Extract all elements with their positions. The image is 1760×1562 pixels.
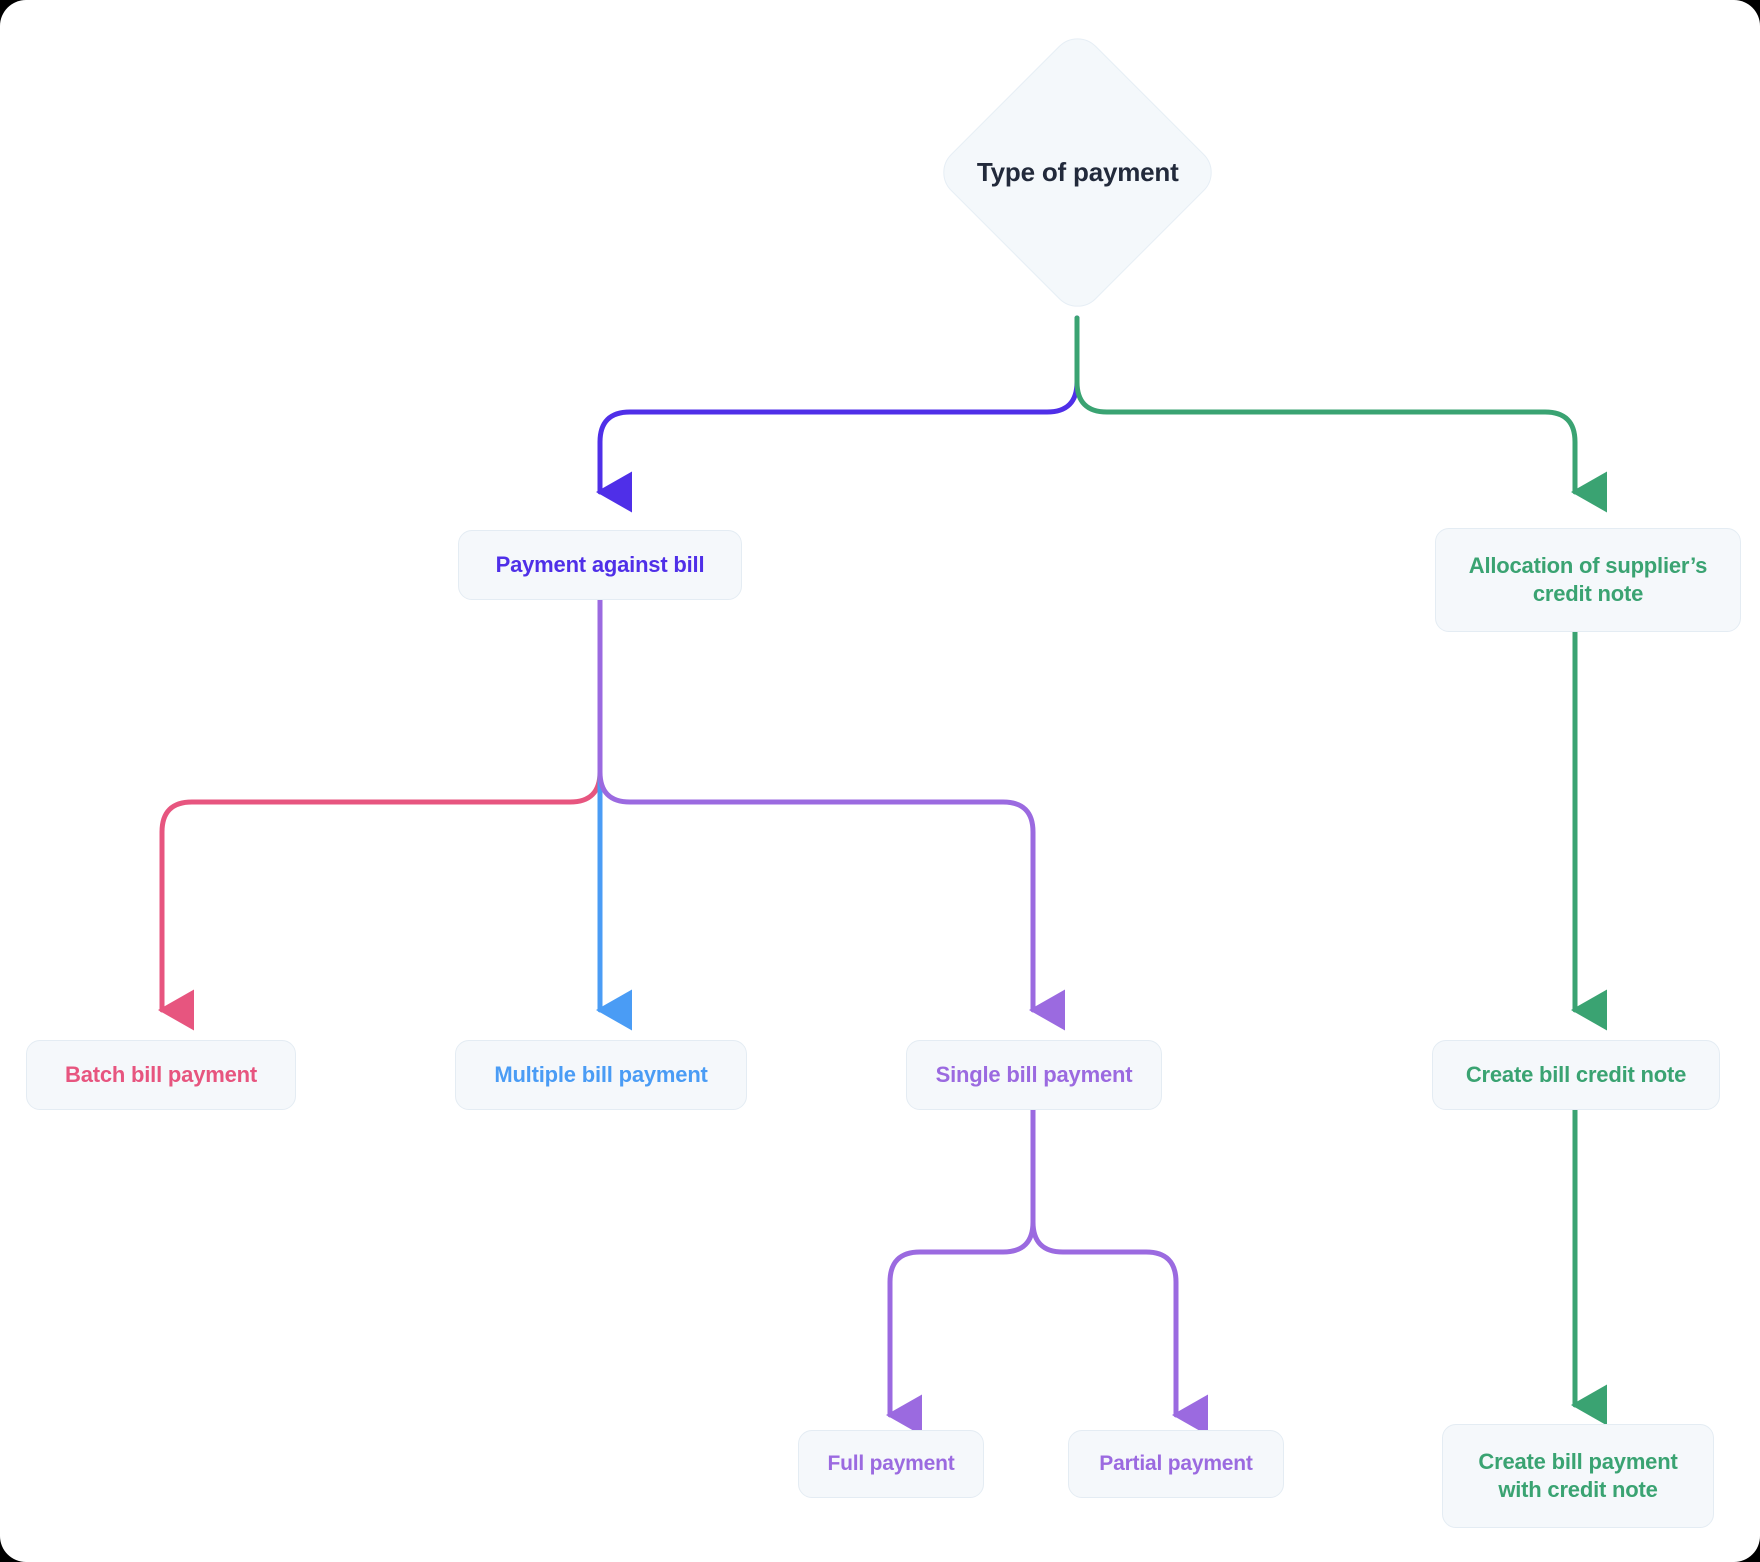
node-label-single-bill-payment: Single bill payment	[935, 1061, 1133, 1087]
edge-root-to-allocation-credit-note	[1074, 315, 1608, 513]
node-label-multiple-bill-payment: Multiple bill payment	[494, 1061, 708, 1087]
edge-payment-against-bill-to-batch-bill-payment	[158, 597, 603, 1031]
node-payment-against-bill[interactable]: Payment against bill	[458, 530, 742, 600]
node-single-bill-payment[interactable]: Single bill payment	[906, 1040, 1162, 1110]
node-label-partial-payment: Partial payment	[1099, 1451, 1253, 1475]
node-multiple-bill-payment[interactable]: Multiple bill payment	[455, 1040, 747, 1110]
node-label-full-payment: Full payment	[827, 1451, 955, 1475]
node-create-bill-credit-note[interactable]: Create bill credit note	[1432, 1040, 1720, 1110]
node-label-type-of-payment: Type of payment	[976, 156, 1179, 187]
node-partial-payment[interactable]: Partial payment	[1068, 1430, 1284, 1498]
node-batch-bill-payment[interactable]: Batch bill payment	[26, 1040, 296, 1110]
node-label-payment-against-bill: Payment against bill	[495, 551, 705, 577]
node-label-allocation-of-suppliers-credit-note: Allocation of supplier’s credit note	[1468, 552, 1708, 606]
node-allocation-of-suppliers-credit-note[interactable]: Allocation of supplier’s credit note	[1435, 528, 1741, 632]
node-label-create-bill-payment-with-credit-note: Create bill payment with credit note	[1478, 1448, 1678, 1502]
node-label-batch-bill-payment: Batch bill payment	[65, 1061, 257, 1087]
node-type-of-payment[interactable]: Type of payment	[932, 27, 1223, 318]
edge-single-bill-payment-to-partial-payment	[1030, 1095, 1209, 1436]
edge-payment-against-bill-to-single-bill-payment	[597, 597, 1066, 1031]
node-create-bill-payment-with-credit-note[interactable]: Create bill payment with credit note	[1442, 1424, 1714, 1528]
node-label-create-bill-credit-note: Create bill credit note	[1465, 1061, 1687, 1087]
edge-root-to-payment-against-bill	[596, 315, 1080, 513]
node-full-payment[interactable]: Full payment	[798, 1430, 984, 1498]
edge-single-bill-payment-to-full-payment	[886, 1095, 1036, 1436]
